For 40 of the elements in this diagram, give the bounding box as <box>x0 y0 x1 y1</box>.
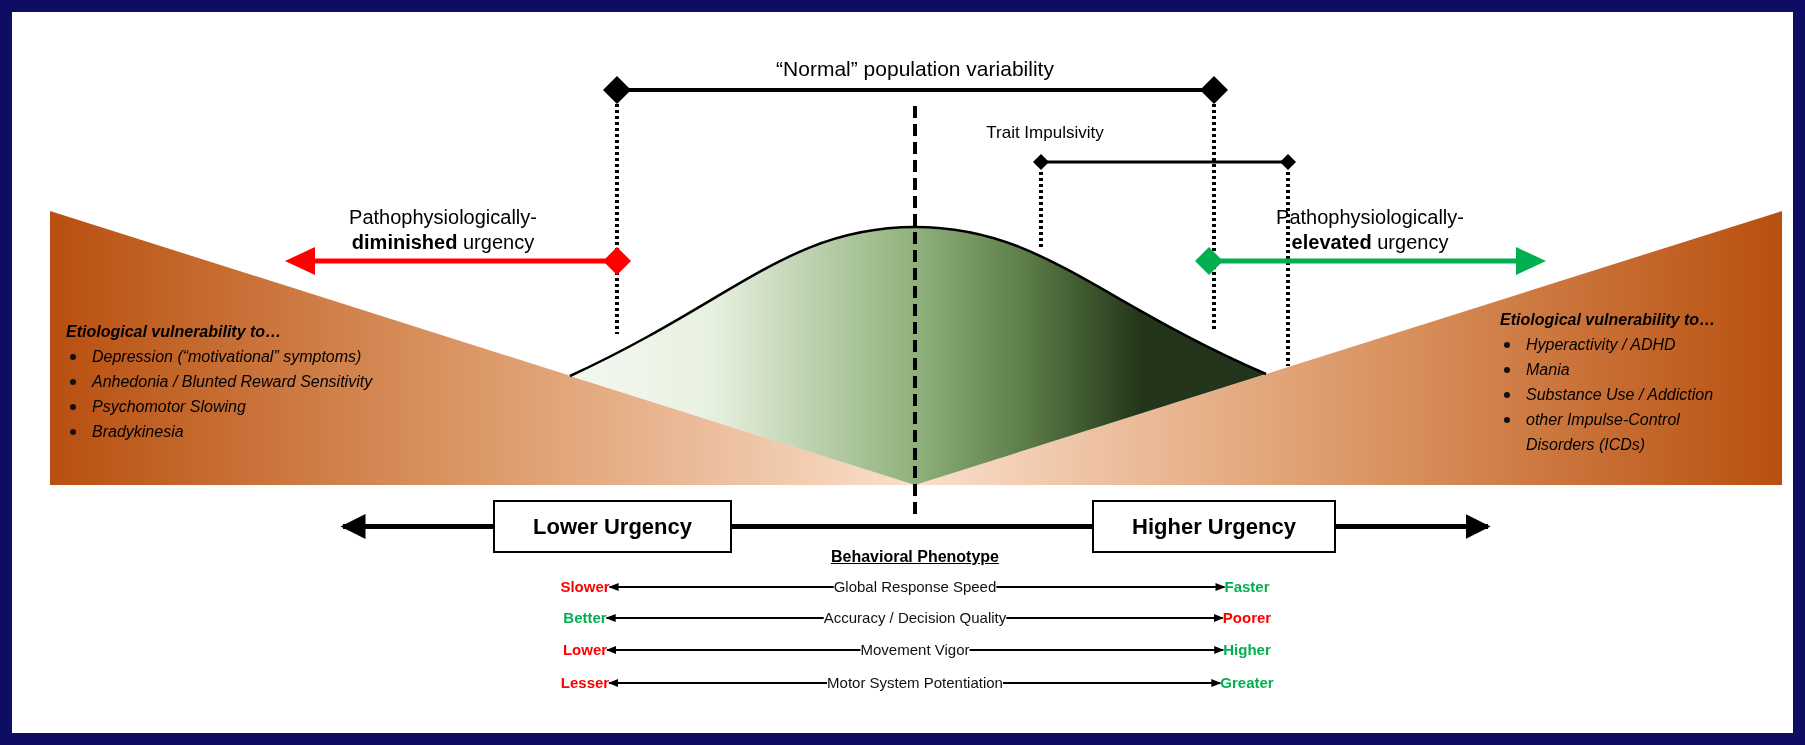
measure-label: Movement Vigor <box>860 641 970 659</box>
list-item: Mania <box>1526 361 1570 378</box>
outcome-label: Higher <box>1223 641 1271 659</box>
list-heading: Etiological vulnerability to… <box>66 323 282 340</box>
arrow <box>605 614 825 622</box>
list-item: Substance Use / Addiction <box>1526 386 1714 403</box>
urgency-box: Higher Urgency <box>1092 500 1336 553</box>
outcome-label: Lower <box>562 641 608 659</box>
axis-line <box>732 524 1092 529</box>
arrow <box>608 583 835 591</box>
outcome-label: Faster <box>1224 578 1270 596</box>
urgency-box: Lower Urgency <box>493 500 732 553</box>
list-heading: Etiological vulnerability to… <box>1500 311 1716 328</box>
measure-label: Global Response Speed <box>833 578 997 596</box>
list-item: Bradykinesia <box>92 423 184 440</box>
arrow <box>995 583 1226 591</box>
list-item: Anhedonia / Blunted Reward Sensitivity <box>92 373 373 390</box>
outcome-label: Better <box>563 609 607 627</box>
outcome-label: Poorer <box>1222 609 1272 627</box>
arrow <box>1001 679 1222 687</box>
arrow <box>1005 614 1224 622</box>
measure-label: Accuracy / Decision Quality <box>823 609 1007 627</box>
list-item: Psychomotor Slowing <box>92 398 246 415</box>
bracket-label: “Normal” population variability <box>776 57 1054 80</box>
list-item: Depression (“motivational” symptoms) <box>92 348 362 365</box>
arrow-label: Pathophysiologically- elevated urgency <box>1276 206 1464 253</box>
outcome-label: Lesser <box>560 674 610 692</box>
list-item: Hyperactivity / ADHD <box>1526 336 1676 353</box>
arrow <box>968 646 1225 654</box>
arrow-label: Pathophysiologically- diminished urgency <box>349 206 537 253</box>
list-item: other Impulse-Control Disorders (ICDs) <box>1526 411 1680 453</box>
bracket-label: Trait Impulsivity <box>986 123 1104 142</box>
section-heading: Behavioral Phenotype <box>830 548 999 565</box>
arrow <box>608 679 829 687</box>
measure-label: Motor System Potentiation <box>827 674 1003 692</box>
outcome-label: Slower <box>560 578 610 596</box>
outcome-label: Greater <box>1220 674 1274 692</box>
arrow <box>606 646 862 654</box>
arrow <box>340 514 493 539</box>
arrow <box>1336 514 1491 539</box>
